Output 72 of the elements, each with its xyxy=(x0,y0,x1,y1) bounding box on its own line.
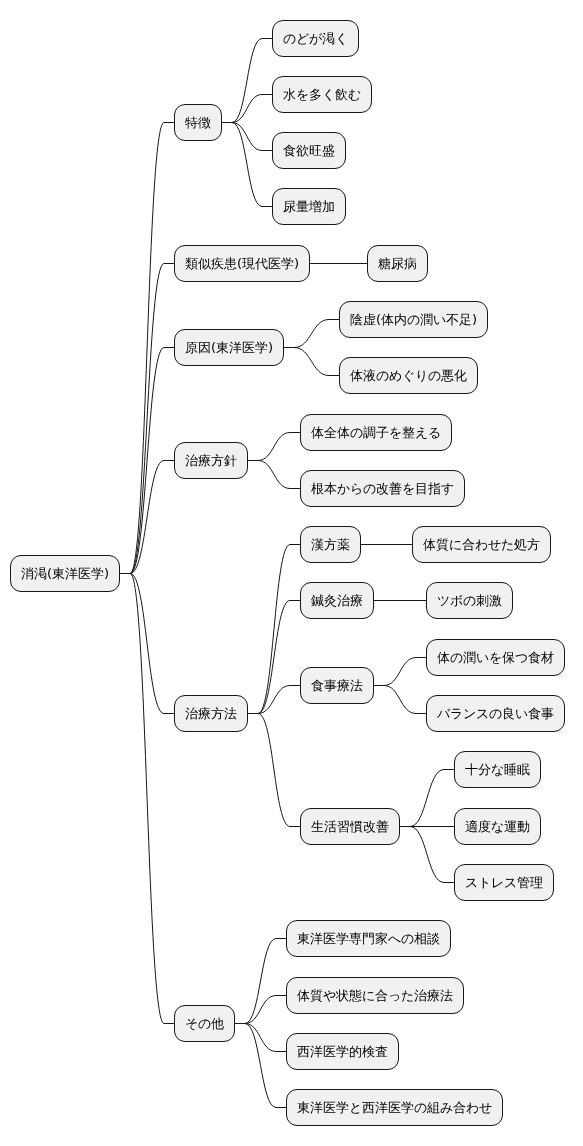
topic-node xyxy=(174,442,248,479)
topic-node xyxy=(454,808,541,845)
topic-node xyxy=(272,76,372,113)
topic-label: 漢方薬 xyxy=(311,536,350,553)
topic-node xyxy=(300,808,400,845)
topic-node xyxy=(339,357,478,394)
topic-label: 体質に合わせた処方 xyxy=(423,536,540,553)
topic-label: 体質や状態に合った治療法 xyxy=(297,987,453,1004)
topic-label: 西洋医学的検査 xyxy=(297,1043,388,1060)
topic-label: その他 xyxy=(185,1015,224,1032)
topic-node xyxy=(286,1089,503,1126)
topic-label: 生活習慣改善 xyxy=(311,818,389,835)
topic-node xyxy=(272,188,346,225)
topic-node xyxy=(174,1005,235,1042)
connector-line xyxy=(247,460,301,489)
topic-label: 原因(東洋医学) xyxy=(185,339,274,356)
topic-label: ストレス管理 xyxy=(465,874,543,891)
topic-label: 体の潤いを保つ食材 xyxy=(437,649,554,666)
topic-node xyxy=(426,582,513,619)
topic-label: 食欲旺盛 xyxy=(283,142,335,159)
topic-node xyxy=(300,667,374,704)
topic-node xyxy=(174,695,248,732)
topic-node xyxy=(174,245,311,282)
topic-label: 類似疾患(現代医学) xyxy=(185,255,300,272)
topic-node xyxy=(272,132,346,169)
topic-label: 鍼灸治療 xyxy=(311,592,363,609)
connector-line xyxy=(309,263,368,264)
topic-node xyxy=(174,329,285,366)
topic-node xyxy=(300,414,452,451)
connector-line xyxy=(360,544,413,545)
topic-label: 東洋医学と西洋医学の組み合わせ xyxy=(297,1099,492,1116)
connector-line xyxy=(399,826,455,883)
topic-node xyxy=(286,920,451,957)
topic-node xyxy=(286,1033,399,1070)
connector-line xyxy=(373,600,427,601)
topic-label: 消渇(東洋医学) xyxy=(21,565,110,582)
connector-line xyxy=(221,122,273,207)
topic-label: 陰虚(体内の潤い不足) xyxy=(350,311,478,328)
topic-label: バランスの良い食事 xyxy=(437,705,554,722)
topic-label: 水を多く飲む xyxy=(283,86,361,103)
topic-label: 東洋医学専門家への相談 xyxy=(297,930,440,947)
topic-label: 糖尿病 xyxy=(378,255,417,272)
root-topic-node xyxy=(10,555,121,592)
topic-label: 食事療法 xyxy=(311,677,363,694)
topic-node xyxy=(426,639,565,676)
topic-node xyxy=(286,977,464,1014)
topic-label: 十分な睡眠 xyxy=(465,761,530,778)
topic-node xyxy=(426,695,565,732)
topic-label: 尿量増加 xyxy=(283,198,335,215)
topic-node xyxy=(174,104,222,141)
connector-line xyxy=(373,685,427,714)
topic-label: 根本からの改善を目指す xyxy=(311,480,454,497)
topic-node xyxy=(300,470,465,507)
topic-label: 体液のめぐりの悪化 xyxy=(350,367,467,384)
topic-node xyxy=(300,526,361,563)
topic-node xyxy=(454,864,554,901)
topic-node xyxy=(412,526,551,563)
topic-label: 治療方針 xyxy=(185,452,237,469)
topic-label: 治療方法 xyxy=(185,705,237,722)
connector-line xyxy=(283,347,340,376)
topic-node xyxy=(367,245,428,282)
topic-node xyxy=(339,301,489,338)
connector-line xyxy=(247,713,301,827)
topic-label: 特徴 xyxy=(185,114,211,131)
topic-label: ツボの刺激 xyxy=(437,592,502,609)
topic-node xyxy=(454,751,541,788)
topic-label: のどが渇く xyxy=(283,30,348,47)
topic-label: 適度な運動 xyxy=(465,818,530,835)
connector-line xyxy=(234,1023,287,1108)
topic-node xyxy=(272,20,359,57)
topic-node xyxy=(300,582,374,619)
topic-label: 体全体の調子を整える xyxy=(311,424,441,441)
